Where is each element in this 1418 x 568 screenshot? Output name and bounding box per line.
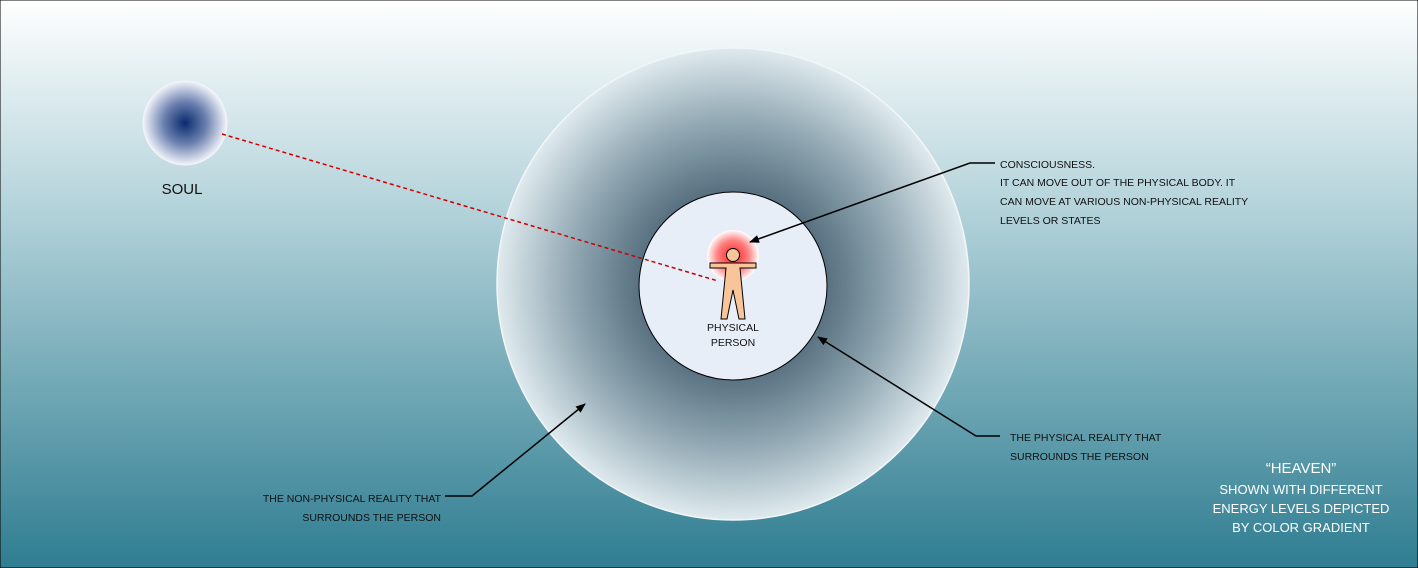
- non-physical-reality-arrow: [445, 403, 586, 497]
- caption-line: THE PHYSICAL REALITY THAT: [1010, 432, 1162, 444]
- physical-reality-arrow: [817, 336, 1000, 437]
- heaven-title: “HEAVEN”: [1266, 460, 1337, 477]
- consciousness-caption: CONSCIOUSNESS. IT CAN MOVE OUT OF THE PH…: [1000, 159, 1248, 227]
- heaven-caption: “HEAVEN” SHOWN WITH DIFFERENT ENERGY LEV…: [1213, 460, 1390, 535]
- soul-link-line: [221, 133, 719, 282]
- caption-line: SHOWN WITH DIFFERENT: [1219, 482, 1382, 497]
- person-figure-icon: [709, 248, 757, 320]
- caption-line: BY COLOR GRADIENT: [1232, 520, 1370, 535]
- person-label-line2: PERSON: [711, 337, 755, 349]
- non-physical-reality-caption: THE NON-PHYSICAL REALITY THAT SURROUNDS …: [263, 493, 442, 524]
- caption-line: CAN MOVE AT VARIOUS NON-PHYSICAL REALITY: [1000, 196, 1248, 208]
- soul-label: SOUL: [162, 181, 203, 198]
- soul-circle: [142, 80, 228, 166]
- caption-line: CONSCIOUSNESS.: [1000, 159, 1095, 171]
- consciousness-arrow: [749, 162, 995, 243]
- physical-reality-caption: THE PHYSICAL REALITY THAT SURROUNDS THE …: [1010, 432, 1162, 463]
- caption-line: LEVELS OR STATES: [1000, 215, 1101, 227]
- person-label-line1: PHYSICAL: [707, 322, 759, 334]
- caption-line: IT CAN MOVE OUT OF THE PHYSICAL BODY. IT: [1000, 177, 1236, 189]
- caption-line: SURROUNDS THE PERSON: [302, 512, 441, 524]
- caption-line: THE NON-PHYSICAL REALITY THAT: [263, 493, 442, 505]
- caption-line: SURROUNDS THE PERSON: [1010, 451, 1149, 463]
- caption-line: ENERGY LEVELS DEPICTED: [1213, 501, 1390, 516]
